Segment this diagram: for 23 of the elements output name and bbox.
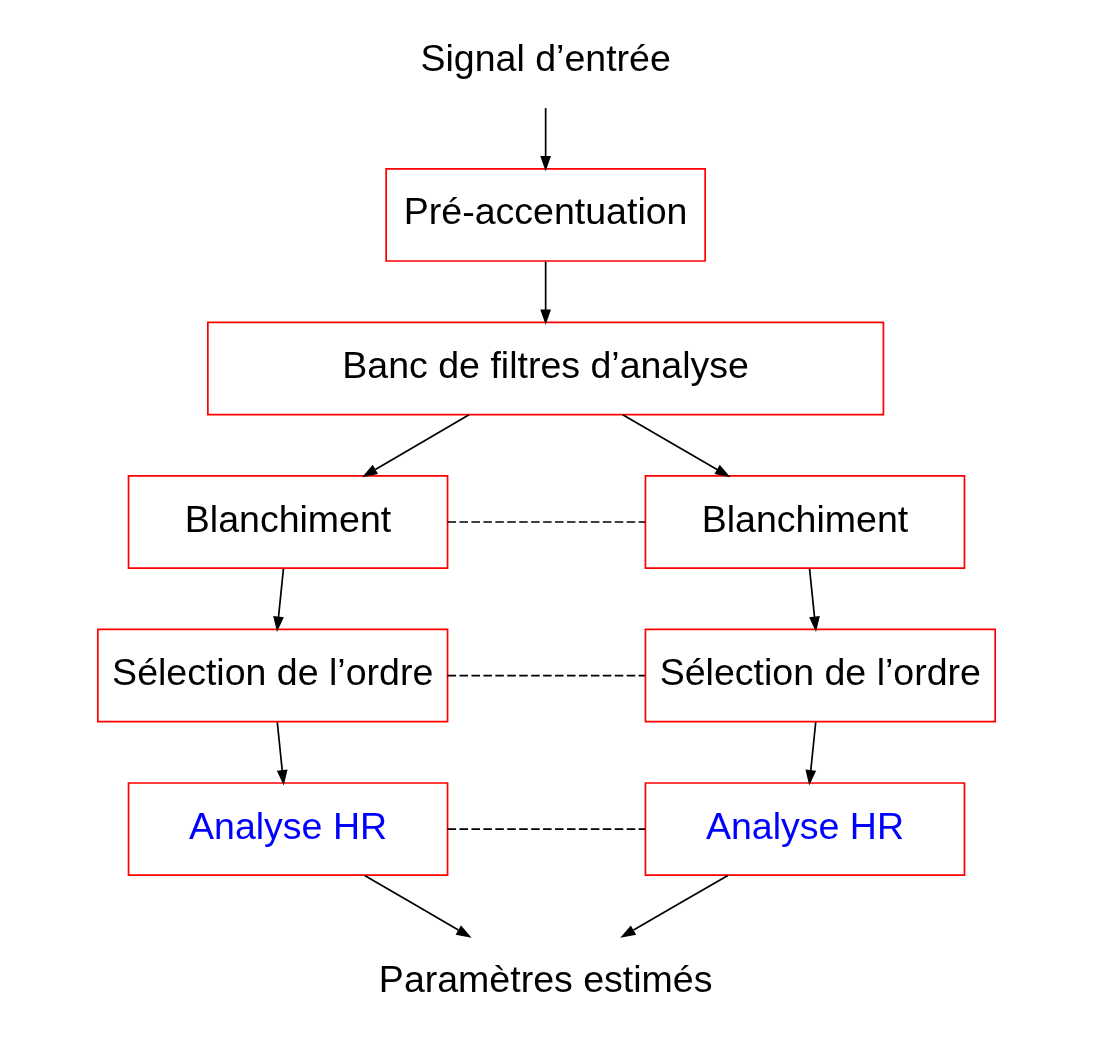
node-box: Blanchiment	[127, 475, 449, 569]
node-box: Pré-accentuation	[385, 168, 706, 262]
node-text: Paramètres estimés	[378, 958, 713, 1001]
connector	[446, 521, 646, 523]
arrow	[362, 413, 470, 478]
arrow	[540, 260, 552, 325]
node-box: Banc de filtres d’analyse	[207, 321, 885, 416]
node-box: Analyse HR	[644, 782, 966, 876]
node-box: Blanchiment	[644, 475, 966, 569]
node-box: Sélection de l’ordre	[96, 628, 449, 723]
arrow	[808, 567, 820, 632]
arrow	[273, 567, 285, 632]
arrow	[276, 721, 288, 786]
arrow	[805, 721, 817, 786]
node-text: Signal d’entrée	[420, 36, 671, 79]
arrow	[540, 107, 552, 172]
node-box: Sélection de l’ordre	[644, 628, 997, 723]
arrow	[620, 874, 729, 938]
connector	[446, 828, 646, 830]
arrow	[363, 874, 472, 938]
node-box: Analyse HR	[127, 782, 449, 876]
connector	[446, 674, 646, 677]
arrow	[621, 413, 731, 478]
